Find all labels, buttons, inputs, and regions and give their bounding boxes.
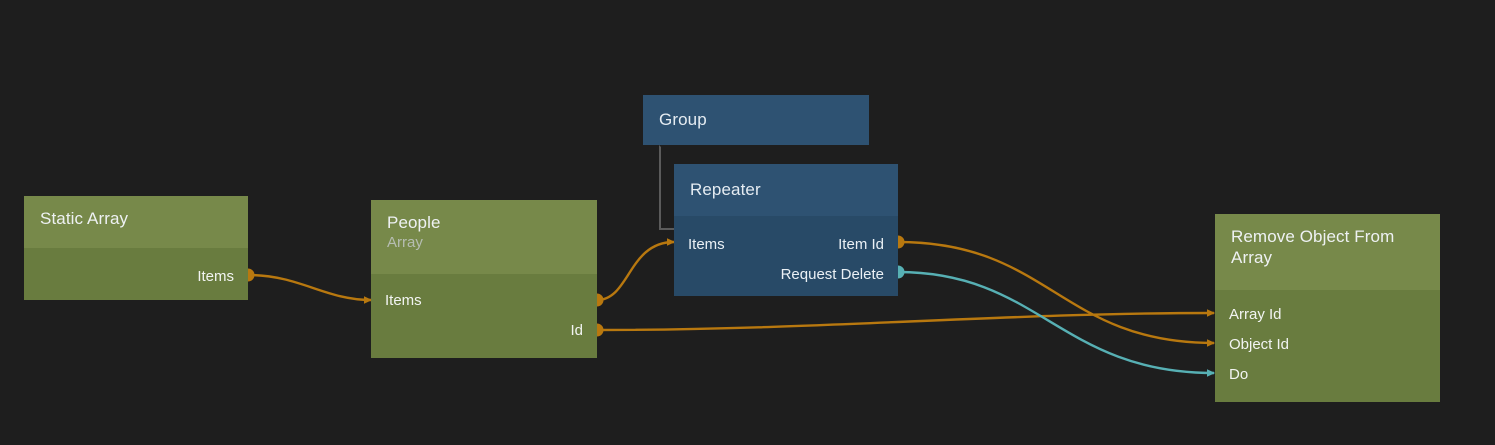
node-header-repeater: Repeater — [674, 164, 898, 216]
node-title-static-array: Static Array — [40, 209, 129, 228]
connection-people-items-to-repeater-items — [590, 238, 676, 307]
node-header-people: People Array — [371, 200, 597, 274]
node-body-people: Items Id — [371, 274, 597, 358]
node-subtitle-people: Array — [387, 234, 423, 252]
node-static-array[interactable]: Static Array Items — [24, 196, 248, 300]
node-header-group: Group — [643, 95, 869, 145]
port-row-repeater-request-delete[interactable]: Request Delete — [674, 259, 898, 289]
node-title-repeater: Repeater — [690, 180, 761, 200]
node-body-remove-object-from-array: Array Id Object Id Do — [1215, 290, 1440, 402]
port-label-repeater-items: Items — [688, 235, 725, 253]
node-remove-object-from-array[interactable]: Remove Object From Array Array Id Object… — [1215, 214, 1440, 402]
connection-repeater-request-delete-to-remove-do — [891, 265, 1216, 377]
port-label-remove-array-id: Array Id — [1229, 305, 1282, 323]
port-row-repeater-items-and-item-id[interactable]: Items Item Id — [674, 229, 898, 259]
connection-people-id-to-remove-array-id — [590, 309, 1216, 337]
port-label-people-id-output: Id — [570, 321, 583, 339]
node-header-static-array: Static Array — [24, 196, 248, 248]
node-title-people: People — [387, 213, 441, 232]
port-row-people-id-output[interactable]: Id — [371, 315, 597, 345]
node-group[interactable]: Group — [643, 95, 869, 145]
port-row-remove-object-id[interactable]: Object Id — [1215, 329, 1440, 359]
node-title-remove-object-from-array: Remove Object From Array — [1231, 227, 1395, 268]
port-row-remove-array-id[interactable]: Array Id — [1215, 299, 1440, 329]
node-header-remove-object-from-array: Remove Object From Array — [1215, 214, 1440, 290]
node-title-group: Group — [659, 110, 707, 130]
node-people[interactable]: People Array Items Id — [371, 200, 597, 358]
port-label-remove-object-id: Object Id — [1229, 335, 1290, 353]
group-child-bracket — [659, 145, 683, 230]
port-label-repeater-item-id: Item Id — [838, 235, 884, 253]
port-row-people-items-input[interactable]: Items — [371, 285, 597, 315]
node-body-static-array: Items — [24, 248, 248, 300]
port-label-static-array-items: Items — [197, 267, 234, 285]
connection-repeater-item-id-to-remove-object-id — [891, 235, 1216, 347]
port-label-remove-do: Do — [1229, 365, 1249, 383]
port-label-people-items-input: Items — [385, 291, 422, 309]
node-repeater[interactable]: Repeater Items Item Id Request Delete — [674, 164, 898, 296]
port-label-repeater-request-delete: Request Delete — [780, 265, 884, 283]
node-body-repeater: Items Item Id Request Delete — [674, 216, 898, 296]
port-row-remove-do[interactable]: Do — [1215, 359, 1440, 389]
connection-static-array-items-to-people-items — [241, 268, 373, 304]
port-row-static-array-items[interactable]: Items — [24, 261, 248, 291]
